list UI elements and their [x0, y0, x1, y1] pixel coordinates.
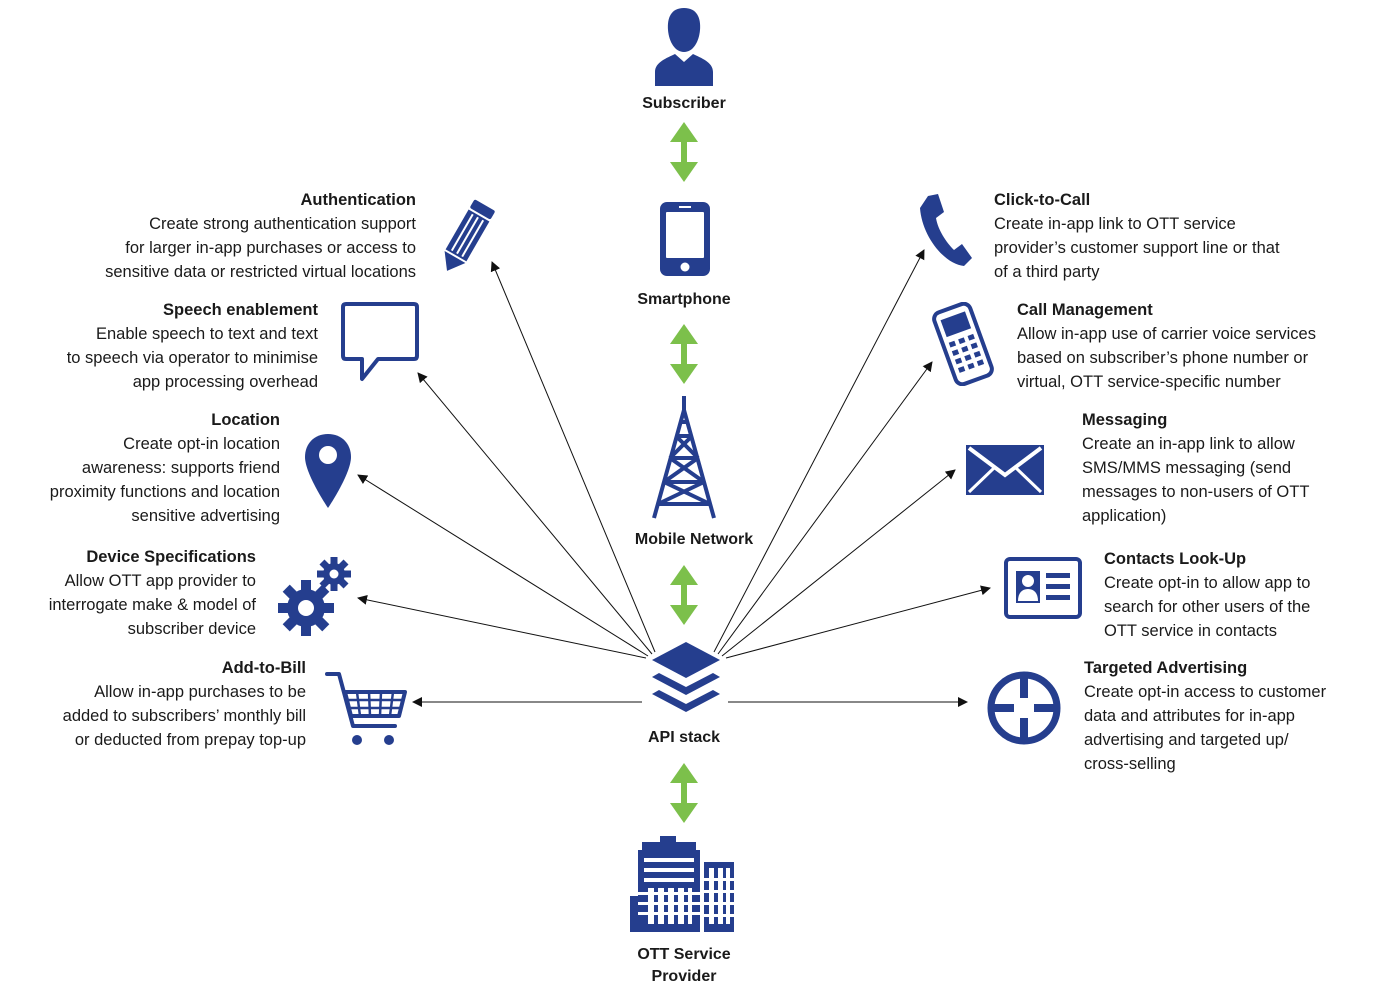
feature-desc-line: application)	[1082, 507, 1167, 525]
feature-desc-line: sensitive data or restricted virtual loc…	[105, 263, 416, 281]
feature-desc-line: SMS/MMS messaging (send	[1082, 459, 1292, 477]
shopping-cart-icon	[325, 670, 409, 750]
crosshair-icon	[984, 668, 1064, 748]
feature-desc-line: OTT service in contacts	[1104, 622, 1278, 640]
feature-desc-line: messages to non-users of OTT	[1082, 483, 1310, 501]
smartphone-icon	[659, 201, 711, 277]
feature-desc-line: provider’s customer support line or that	[994, 239, 1280, 257]
feature-desc-line: Create opt-in location	[123, 435, 280, 453]
feature-title: Call Management	[1017, 301, 1153, 319]
feature-desc-line: Create an in-app link to allow	[1082, 435, 1295, 453]
pencil-icon	[436, 198, 496, 278]
feature-call-management: Call Management Allow in-app use of carr…	[1017, 298, 1316, 394]
feature-desc-line: Allow OTT app provider to	[64, 572, 256, 590]
feature-desc-line: data and attributes for in-app	[1084, 707, 1295, 725]
feature-desc-line: app processing overhead	[132, 373, 318, 391]
feature-desc-line: cross-selling	[1084, 755, 1176, 773]
mobile-network-label: Mobile Network	[634, 531, 754, 548]
feature-desc-line: added to subscribers’ monthly bill	[62, 707, 306, 725]
feature-desc-line: search for other users of the	[1104, 598, 1311, 616]
feature-desc-line: of a third party	[994, 263, 1100, 281]
double-arrow-subscriber-smartphone	[670, 122, 698, 182]
connector-call-management	[717, 361, 933, 655]
feature-desc-line: or deducted from prepay top-up	[74, 731, 306, 749]
ott-provider-label-line2: Provider	[651, 968, 717, 985]
double-arrow-api-provider	[670, 763, 698, 823]
api-stack-label: API stack	[647, 729, 721, 746]
buildings-icon	[630, 836, 736, 932]
connector-contacts	[725, 585, 991, 659]
feature-contacts-look-up: Contacts Look-Up Create opt-in to allow …	[1104, 547, 1310, 643]
feature-desc-line: based on subscriber’s phone number or	[1017, 349, 1309, 367]
feature-desc-line: Create in-app link to OTT service	[994, 215, 1236, 233]
double-arrow-smartphone-network	[670, 324, 698, 384]
feature-desc-line: subscriber device	[127, 620, 256, 638]
subscriber-label: Subscriber	[642, 95, 726, 112]
ott-provider-label: OTT Service Provider	[604, 944, 764, 988]
feature-title: Authentication	[300, 191, 417, 209]
feature-desc-line: proximity functions and location	[49, 483, 280, 501]
contact-card-icon	[1004, 557, 1082, 619]
gears-icon	[276, 556, 356, 638]
connector-speech	[417, 372, 653, 655]
feature-desc-line: interrogate make & model of	[48, 596, 256, 614]
connector-authentication	[490, 261, 656, 653]
feature-desc-line: Create opt-in to allow app to	[1104, 574, 1311, 592]
double-arrow-network-api	[670, 565, 698, 625]
feature-desc-line: awareness: supports friend	[81, 459, 280, 477]
feature-click-to-call: Click-to-Call Create in-app link to OTT …	[994, 188, 1280, 284]
cell-tower-icon	[648, 396, 720, 520]
connector-location	[357, 474, 649, 657]
connector-device	[357, 594, 647, 659]
feature-authentication: Authentication Create strong authenticat…	[105, 188, 416, 284]
feature-desc-line: advertising and targeted up/	[1084, 731, 1289, 749]
location-pin-icon	[303, 432, 353, 510]
connector-messaging	[721, 469, 956, 657]
layers-icon	[650, 640, 722, 718]
mobile-phone-icon	[930, 302, 996, 386]
smartphone-label: Smartphone	[637, 291, 731, 308]
feature-title: Contacts Look-Up	[1104, 550, 1247, 568]
feature-messaging: Messaging Create an in-app link to allow…	[1082, 408, 1309, 528]
feature-desc-line: virtual, OTT service-specific number	[1017, 373, 1281, 391]
feature-title: Device Specifications	[86, 548, 256, 566]
connector-click-to-call	[713, 249, 925, 653]
feature-add-to-bill: Add-to-Bill Allow in-app purchases to be…	[63, 656, 306, 752]
feature-desc-line: Allow in-app purchases to be	[94, 683, 306, 701]
feature-desc-line: Create opt-in access to customer	[1084, 683, 1327, 701]
envelope-icon	[966, 445, 1044, 495]
feature-desc-line: Allow in-app use of carrier voice servic…	[1017, 325, 1316, 343]
feature-desc-line: Create strong authentication support	[149, 215, 416, 233]
feature-location: Location Create opt-in location awarenes…	[50, 408, 280, 528]
feature-desc-line: for larger in-app purchases or access to	[125, 239, 416, 257]
feature-desc-line: sensitive advertising	[131, 507, 280, 525]
ott-provider-label-line1: OTT Service	[637, 946, 731, 963]
feature-targeted-advertising: Targeted Advertising Create opt-in acces…	[1084, 656, 1326, 776]
feature-title: Add-to-Bill	[221, 659, 306, 677]
feature-title: Messaging	[1082, 411, 1168, 429]
feature-device-specifications: Device Specifications Allow OTT app prov…	[49, 545, 256, 641]
feature-title: Speech enablement	[163, 301, 318, 319]
feature-desc-line: to speech via operator to minimise	[66, 349, 318, 367]
feature-title: Location	[211, 411, 280, 429]
subscriber-icon	[653, 6, 715, 86]
speech-bubble-icon	[340, 300, 420, 384]
feature-desc-line: Enable speech to text and text	[96, 325, 318, 343]
feature-title: Targeted Advertising	[1084, 659, 1248, 677]
feature-title: Click-to-Call	[994, 191, 1091, 209]
phone-handset-icon	[918, 192, 974, 268]
feature-speech-enablement: Speech enablement Enable speech to text …	[67, 298, 318, 394]
